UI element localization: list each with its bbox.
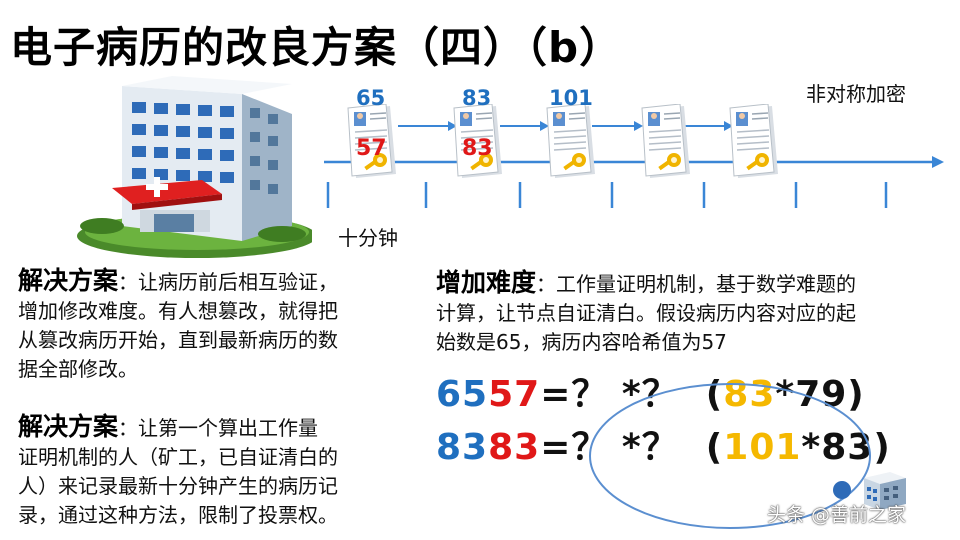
- solution-block-2: 解决方案：让第一个算出工作量 证明机制的人（矿工，已自证清白的 人）来记录最新十…: [18, 412, 418, 530]
- asymmetric-encryption-label: 非对称加密: [806, 82, 906, 106]
- solution-text-1-line-3: 从篡改病历开始，直到最新病历的数: [18, 328, 338, 352]
- block-hash-number: 83: [462, 136, 493, 161]
- ten-minute-label: 十分钟: [338, 226, 398, 250]
- watermark: 头条 @善前之家: [767, 504, 907, 526]
- block-start-number: 101: [549, 86, 593, 110]
- solution-text-1-line-2: 增加修改难度。有人想篡改，就得把: [18, 299, 338, 323]
- document-icon: [347, 104, 396, 178]
- document-icon: [641, 104, 690, 178]
- difficulty-text-line-2: 计算，让节点自证清白。假设病历内容对应的起: [436, 301, 856, 325]
- equation-2: 8383=？ *？ (101*83): [436, 418, 891, 470]
- difficulty-heading: 增加难度: [436, 268, 537, 297]
- record-document-3: 101: [545, 86, 605, 186]
- document-icon: [453, 104, 502, 178]
- solution-text-2-line-1: ：让第一个算出工作量: [118, 416, 319, 440]
- eq1-hash: 57: [488, 374, 541, 415]
- eq1-end: *79): [775, 374, 865, 415]
- document-icon: [546, 104, 595, 178]
- highlight-ellipse: [589, 383, 906, 529]
- block-start-number: 83: [462, 86, 492, 110]
- difficulty-text-line-1: ：工作量证明机制，基于数学难题的: [536, 272, 857, 296]
- eq2-result: 101: [723, 427, 802, 468]
- eq1-result: 83: [723, 374, 776, 415]
- solution-text-1-line-1: ：让病历前后相互验证，: [118, 270, 339, 294]
- key-icon: [563, 153, 586, 171]
- solution-heading-2: 解决方案: [18, 412, 119, 441]
- timeline-diagram: [324, 121, 944, 208]
- eq2-start: 83: [436, 427, 489, 468]
- difficulty-text-line-3: 始数是65，病历内容哈希值为57: [436, 330, 727, 354]
- solution-text-2-line-3: 人）来记录最新十分钟产生的病历记: [18, 474, 338, 498]
- block-start-number: 65: [356, 86, 386, 110]
- record-document-1: 65 57: [346, 86, 406, 186]
- solution-text-2-line-2: 证明机制的人（矿工，已自证清白的: [18, 445, 338, 469]
- small-building-icon: [864, 472, 906, 510]
- eq1-start: 65: [436, 374, 489, 415]
- eq2-end: *83): [801, 427, 891, 468]
- key-icon: [746, 153, 769, 171]
- page-title: 电子病历的改良方案（四）（b）: [10, 23, 623, 72]
- timeline-ticks: [326, 182, 888, 208]
- key-icon: [470, 153, 493, 171]
- difficulty-block: 增加难度：工作量证明机制，基于数学难题的 计算，让节点自证清白。假设病历内容对应…: [436, 268, 956, 357]
- hospital-illustration: [77, 76, 312, 258]
- record-document-4: [640, 86, 700, 186]
- document-icon: [729, 104, 778, 178]
- timeline-arrowhead: [932, 156, 944, 168]
- solution-heading-1: 解决方案: [18, 266, 119, 295]
- block-hash-number: 57: [356, 136, 387, 161]
- key-icon: [364, 153, 387, 171]
- record-document-2: 83 83: [452, 86, 512, 186]
- key-icon: [658, 153, 681, 171]
- eq2-hash: 83: [488, 427, 541, 468]
- solution-block-1: 解决方案：让病历前后相互验证， 增加修改难度。有人想篡改，就得把 从篡改病历开始…: [18, 266, 418, 384]
- link-arrows: [398, 121, 733, 131]
- record-document-5: [728, 86, 788, 186]
- solution-text-1-line-4: 据全部修改。: [18, 357, 138, 381]
- solution-text-2-line-4: 录，通过这种方法，限制了投票权。: [18, 503, 338, 527]
